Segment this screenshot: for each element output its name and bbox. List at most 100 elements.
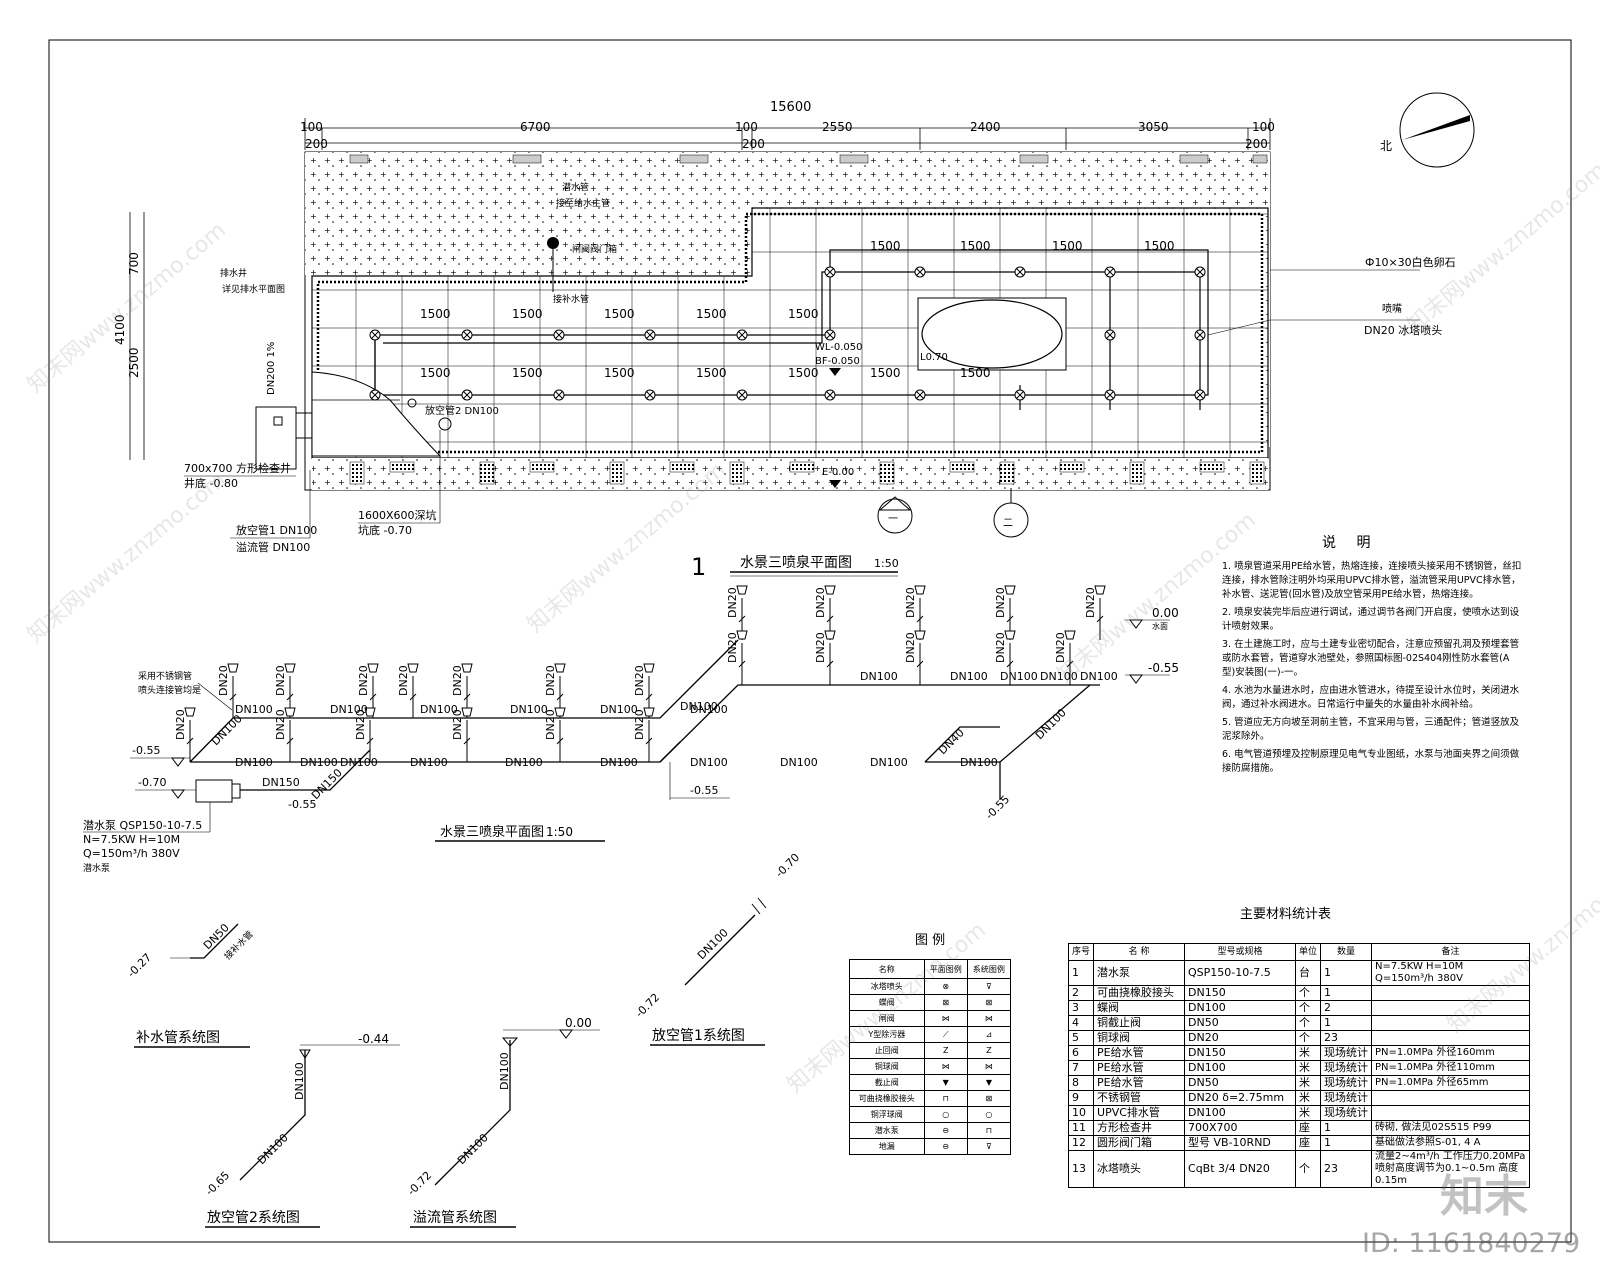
pipe-dn100-diag2: DN100 bbox=[1033, 706, 1069, 742]
mat-qty: 现场统计 bbox=[1320, 1105, 1373, 1121]
pump-spec-2: N=7.5KW H=10M bbox=[83, 833, 180, 846]
legend-sys-symbol: ⋈ bbox=[966, 1010, 1012, 1027]
mat-remark: N=7.5KW H=10M Q=150m³/h 380V bbox=[1371, 960, 1530, 986]
fountain-nozzle-icon bbox=[369, 329, 381, 341]
mat-remark bbox=[1371, 1105, 1530, 1121]
drain2-elev1: -0.44 bbox=[358, 1032, 389, 1046]
mat-unit: 米 bbox=[1295, 1090, 1322, 1106]
label-valve: 闸阀阀门箱 bbox=[572, 243, 617, 255]
fountain-nozzle-icon bbox=[1014, 389, 1026, 401]
mat-no: 10 bbox=[1067, 1105, 1095, 1121]
mat-qty: 1 bbox=[1320, 1135, 1373, 1151]
mat-spec: DN20 bbox=[1184, 1030, 1297, 1046]
pipe-dn100: DN100 bbox=[1000, 670, 1038, 683]
pipe-dn100: DN100 bbox=[780, 756, 818, 769]
mat-spec: DN100 bbox=[1184, 1000, 1297, 1016]
riser-nozzle-icon: DN20 bbox=[814, 585, 836, 640]
north-arrow-icon bbox=[1399, 92, 1475, 168]
mat-spec: DN100 bbox=[1184, 1060, 1297, 1076]
mat-no: 11 bbox=[1067, 1120, 1095, 1136]
pipe-dn100: DN100 bbox=[600, 756, 638, 769]
legend-row: 闸阀⋈⋈ bbox=[849, 1010, 1012, 1027]
fountain-nozzle-icon bbox=[644, 389, 656, 401]
riser-dn20: DN20 bbox=[1054, 632, 1067, 663]
fountain-nozzle-icon bbox=[461, 329, 473, 341]
pump-spec-3: Q=150m³/h 380V bbox=[83, 847, 180, 860]
riser-nozzle-icon: DN20 bbox=[726, 630, 748, 685]
riser-dn20: DN20 bbox=[274, 665, 287, 696]
section-mark-2: 二 bbox=[1003, 518, 1013, 529]
mat-no: 3 bbox=[1067, 1000, 1095, 1016]
pipe-dn100: DN100 bbox=[870, 756, 908, 769]
north-label: 北 bbox=[1380, 139, 1392, 153]
legend-plan-symbol: ⟋ bbox=[923, 1026, 968, 1043]
drain2-elev2: -0.65 bbox=[203, 1169, 232, 1198]
legend-plan-symbol: ⊖ bbox=[923, 1138, 968, 1155]
fountain-nozzle-icon bbox=[824, 389, 836, 401]
spacing-label: 1500 bbox=[1052, 239, 1083, 253]
pipe-dn100: DN100 bbox=[680, 700, 718, 713]
riser-dn20: DN20 bbox=[904, 632, 917, 663]
overflow-diagram: 0.00 DN100 DN100 -0.72 溢流管系统图 bbox=[405, 1016, 600, 1228]
mat-header-qty: 数量 bbox=[1320, 943, 1373, 961]
drain1-title: 放空管1系统图 bbox=[652, 1028, 745, 1044]
mat-unit: 个 bbox=[1295, 1150, 1322, 1188]
mat-qty: 23 bbox=[1320, 1030, 1373, 1046]
fountain-nozzle-icon bbox=[824, 266, 836, 278]
riser-nozzle-icon: DN20 bbox=[633, 707, 655, 762]
spacing-label: 1500 bbox=[960, 366, 991, 380]
spacing-label: 1500 bbox=[604, 307, 635, 321]
mat-name: 不锈钢管 bbox=[1093, 1090, 1186, 1106]
elev-055-pump: -0.55 bbox=[288, 798, 316, 811]
drain1-diagram: -0.70 DN100 -0.72 放空管1系统图 bbox=[633, 851, 802, 1046]
riser-dn20: DN20 bbox=[174, 709, 187, 740]
riser-nozzle-icon: DN20 bbox=[814, 630, 836, 685]
fountain-nozzle-icon bbox=[736, 329, 748, 341]
makeup-pipe: DN50 bbox=[201, 921, 232, 952]
note-3: 3. 在土建施工时，应与土建专业密切配合，注意应预留孔洞及预埋套管或防水套管，管… bbox=[1222, 639, 1520, 678]
spacing-label: 1500 bbox=[788, 307, 819, 321]
riser-nozzle-icon: DN20 bbox=[1084, 585, 1106, 640]
pipe-dn100: DN100 bbox=[505, 756, 543, 769]
legend-sys-symbol: ○ bbox=[966, 1106, 1012, 1123]
mat-remark: PN=1.0MPa 外径110mm bbox=[1371, 1060, 1530, 1076]
legend-plan-symbol: ⊠ bbox=[923, 994, 968, 1011]
fountain-nozzle-icon bbox=[461, 389, 473, 401]
riser-dn20: DN20 bbox=[451, 665, 464, 696]
mat-name: 冰塔喷头 bbox=[1093, 1150, 1186, 1188]
mat-spec: 型号 VB-10RND bbox=[1184, 1135, 1297, 1151]
spacing-label: 1500 bbox=[1144, 239, 1175, 253]
mat-name: UPVC排水管 bbox=[1093, 1105, 1186, 1121]
riser-dn20: DN20 bbox=[451, 709, 464, 740]
riser-dn20: DN20 bbox=[726, 587, 739, 618]
legend-sys-symbol: ▼ bbox=[966, 1074, 1012, 1091]
riser-dn20: DN20 bbox=[397, 665, 410, 696]
mat-qty: 现场统计 bbox=[1320, 1090, 1373, 1106]
spacing-label: 1500 bbox=[512, 307, 543, 321]
fountain-nozzle-icon bbox=[1194, 266, 1206, 278]
materials-title: 主要材料统计表 bbox=[1240, 907, 1331, 922]
dim-3050: 3050 bbox=[1138, 120, 1169, 134]
mat-qty: 1 bbox=[1320, 1015, 1373, 1031]
plan-title: 水景三喷泉平面图 bbox=[740, 554, 852, 571]
legend-row: 潜水泵⊖⊓ bbox=[849, 1122, 1012, 1139]
mat-qty: 23 bbox=[1320, 1150, 1373, 1188]
label-supply: 接补水管 bbox=[553, 293, 589, 305]
mat-unit: 米 bbox=[1295, 1060, 1322, 1076]
note-6: 6. 电气管道预埋及控制原理见电气专业图纸，水泵与池面夹界之间须做接防腐措施。 bbox=[1222, 749, 1520, 774]
mat-header-unit: 单位 bbox=[1295, 943, 1322, 961]
legend-name: 截止阀 bbox=[849, 1074, 925, 1091]
elev-000-top: 0.00 bbox=[1152, 606, 1179, 620]
mat-remark bbox=[1371, 1090, 1530, 1106]
plan-title-number: 1 bbox=[691, 553, 706, 581]
notes-title: 说 明 bbox=[1322, 535, 1379, 551]
overflow-elev2: -0.72 bbox=[405, 1169, 434, 1198]
mat-no: 1 bbox=[1067, 960, 1095, 986]
